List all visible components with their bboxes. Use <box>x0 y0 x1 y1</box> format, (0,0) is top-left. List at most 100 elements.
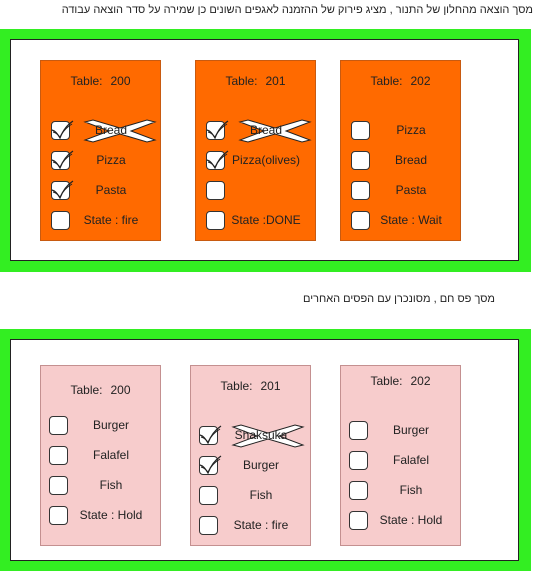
order-item-label: Pizza <box>396 123 426 137</box>
table-title-label: Table: <box>370 74 403 88</box>
order-item-label: Pasta <box>395 183 427 197</box>
checked-checkbox[interactable] <box>51 150 74 170</box>
state-row: State : fire <box>41 211 160 233</box>
order-item-label: Falafel <box>92 448 130 462</box>
order-item-label: Bread <box>94 123 128 137</box>
state-row: State : fire <box>191 516 310 538</box>
order-item-label: Burger <box>242 458 280 472</box>
order-item-row: Pizza(olives) <box>196 150 315 173</box>
order-item-row: Bread <box>196 119 315 143</box>
order-item-label: Burger <box>92 418 130 432</box>
table-title-label: Table: <box>370 374 403 388</box>
checkbox[interactable] <box>49 506 68 525</box>
order-item-row: Burger <box>41 416 160 438</box>
state-row: State : Wait <box>341 211 460 233</box>
checkbox[interactable] <box>49 416 68 435</box>
table-title: Table: 200 <box>41 74 160 88</box>
order-item-row: Bread <box>341 151 460 173</box>
checkbox[interactable] <box>49 476 68 495</box>
order-item-label: Fish <box>249 488 273 502</box>
checkbox[interactable] <box>199 486 218 505</box>
order-item-row: Fish <box>341 481 460 503</box>
checkbox[interactable] <box>199 516 218 535</box>
table-title-label: Table: <box>225 74 258 88</box>
checked-checkbox[interactable] <box>199 455 222 475</box>
order-item-row: Pasta <box>341 181 460 203</box>
order-item-row: Fish <box>41 476 160 498</box>
table-number: 202 <box>410 74 431 88</box>
table-state-label: State : Hold <box>379 513 443 527</box>
order-item-label: Falafel <box>392 453 430 467</box>
cross-out-icon <box>238 119 312 143</box>
state-row: State : Hold <box>341 511 460 533</box>
order-item-row: Falafel <box>341 451 460 473</box>
table-title-label: Table: <box>70 74 103 88</box>
table-number: 201 <box>260 379 281 393</box>
checked-checkbox[interactable] <box>51 180 74 200</box>
table-title: Table: 202 <box>341 74 460 88</box>
checkbox[interactable] <box>206 181 225 200</box>
table-state-label: State : Wait <box>380 213 442 227</box>
table-number: 200 <box>110 74 131 88</box>
cross-out-icon <box>83 119 157 143</box>
checkbox[interactable] <box>351 151 370 170</box>
order-item-row: Bread <box>41 119 160 143</box>
table-number: 200 <box>110 383 131 397</box>
checked-checkbox[interactable] <box>206 150 229 170</box>
table-number: 202 <box>410 374 431 388</box>
checkbox[interactable] <box>49 446 68 465</box>
order-item-row: Shaksuka <box>191 424 310 448</box>
order-item-row: Pizza <box>341 121 460 143</box>
order-item-row: Pizza <box>41 150 160 173</box>
order-item-label: Bread <box>394 153 428 167</box>
table-title: Table: 201 <box>191 379 310 393</box>
cross-out-icon <box>231 424 305 448</box>
table-title: Table: 200 <box>41 383 160 397</box>
table-title: Table: 201 <box>196 74 315 88</box>
checkbox[interactable] <box>349 511 368 530</box>
order-item-label: Burger <box>392 423 430 437</box>
kitchen-screen-caption: מסך הוצאה מהחלון של התנור , מציג פירוק ש… <box>61 4 533 16</box>
order-item-label: Pasta <box>95 183 127 197</box>
order-item-label: Fish <box>399 483 423 497</box>
order-item-label: Bread <box>249 123 283 137</box>
checkbox[interactable] <box>351 121 370 140</box>
checkbox[interactable] <box>206 211 225 230</box>
table-title-label: Table: <box>70 383 103 397</box>
table-title: Table: 202 <box>341 374 460 388</box>
table-title-label: Table: <box>220 379 253 393</box>
table-number: 201 <box>265 74 286 88</box>
order-item-row: Burger <box>341 421 460 443</box>
order-item-label: Pizza(olives) <box>231 153 300 167</box>
order-item-label: Pizza <box>96 153 126 167</box>
order-item-row: Burger <box>191 455 310 478</box>
checkbox[interactable] <box>51 211 70 230</box>
order-item-row <box>196 181 315 203</box>
grill-screen-caption: מסך פס חם , מסונכרן עם הפסים האחרים <box>303 293 495 305</box>
checked-checkbox[interactable] <box>199 425 222 445</box>
checkbox[interactable] <box>351 181 370 200</box>
order-item-label: Shaksuka <box>234 428 288 442</box>
table-state-label: State :DONE <box>231 213 301 227</box>
order-item-label: Fish <box>99 478 123 492</box>
order-item-row: Pasta <box>41 180 160 203</box>
checkbox[interactable] <box>351 211 370 230</box>
checkbox[interactable] <box>349 421 368 440</box>
table-state-label: State : fire <box>233 518 289 532</box>
order-item-row: Fish <box>191 486 310 508</box>
state-row: State : Hold <box>41 506 160 528</box>
checked-checkbox[interactable] <box>51 120 74 140</box>
checkbox[interactable] <box>349 481 368 500</box>
table-state-label: State : fire <box>83 213 139 227</box>
checked-checkbox[interactable] <box>206 120 229 140</box>
table-state-label: State : Hold <box>79 508 143 522</box>
order-item-row: Falafel <box>41 446 160 468</box>
state-row: State :DONE <box>196 211 315 233</box>
checkbox[interactable] <box>349 451 368 470</box>
